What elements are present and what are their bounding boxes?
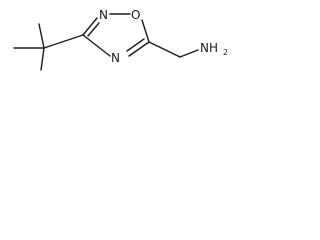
atom-label-amine-subscript: 2 xyxy=(223,48,228,57)
bond-n4-c3 xyxy=(82,34,111,57)
bond-c3-n2-double xyxy=(87,22,100,37)
bond-c5-n4-double xyxy=(126,38,145,52)
tert-butyl-group xyxy=(13,23,84,71)
bond-methyl-down xyxy=(40,47,45,71)
atom-label-nitrogen-top: N xyxy=(99,8,108,22)
atom-label-oxygen: O xyxy=(131,8,140,22)
bond-c5-ch2 xyxy=(148,41,181,58)
atom-label-amine: NH xyxy=(200,41,218,55)
aminomethyl-group xyxy=(148,41,199,58)
chemical-structure: N O N NH 2 xyxy=(13,8,228,71)
bond-ch2-n xyxy=(179,49,199,58)
oxadiazole-ring xyxy=(82,13,150,57)
atom-label-nitrogen-bottom: N xyxy=(111,51,120,65)
bond-c3-n2 xyxy=(82,17,98,36)
bond-o1-c5 xyxy=(141,19,150,43)
bond-quaternary-carbon-to-ring xyxy=(43,34,84,49)
bond-c5-n4 xyxy=(128,41,150,57)
bond-methyl-up xyxy=(38,23,45,49)
